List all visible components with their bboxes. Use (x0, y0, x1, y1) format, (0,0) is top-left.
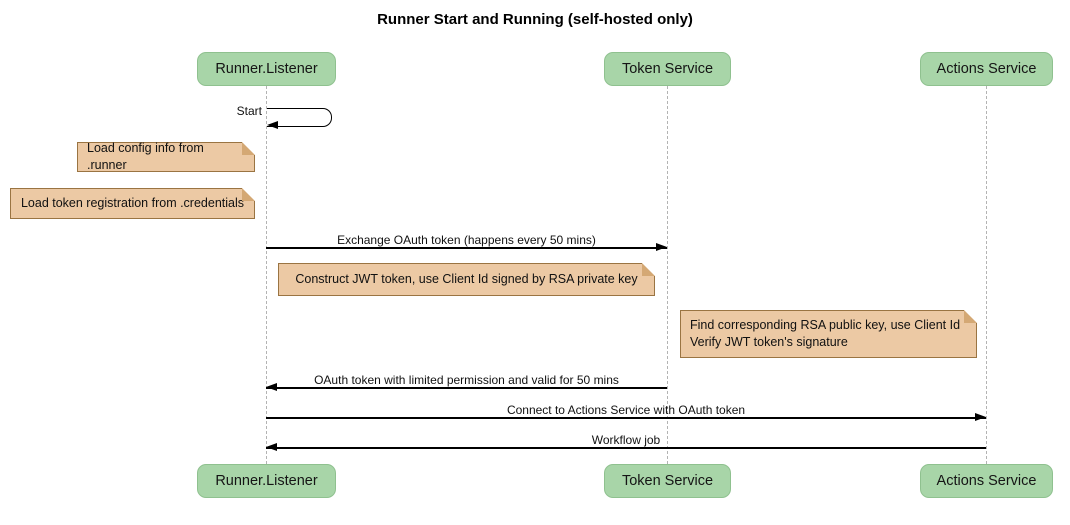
message-label-exchange-oauth: Exchange OAuth token (happens every 50 m… (337, 233, 596, 247)
participant-token-service-bottom: Token Service (604, 464, 731, 498)
note-text: Load config info from .runner (87, 140, 204, 173)
arrowhead-icon (266, 443, 277, 451)
arrowhead-icon (975, 413, 986, 421)
message-label-start: Start (236, 104, 262, 118)
lifeline-actions-service (986, 86, 987, 464)
participant-label: Actions Service (936, 61, 1037, 77)
participant-token-service-top: Token Service (604, 52, 731, 86)
message-line (266, 447, 986, 449)
participant-runner-listener-top: Runner.Listener (197, 52, 336, 86)
participant-label: Token Service (621, 473, 714, 489)
note-verify-jwt: Find corresponding RSA public key, use C… (680, 310, 977, 358)
note-load-token-registration: Load token registration from .credential… (10, 188, 255, 219)
note-fold-icon (242, 188, 255, 201)
arrowhead-icon (266, 383, 277, 391)
participant-actions-service-top: Actions Service (920, 52, 1053, 86)
note-text: Construct JWT token, use Client Id signe… (295, 271, 638, 286)
participant-runner-listener-bottom: Runner.Listener (197, 464, 336, 498)
participant-label: Token Service (621, 61, 714, 77)
message-label-workflow-job: Workflow job (591, 433, 661, 447)
arrowhead-icon (267, 121, 278, 129)
note-fold-icon (242, 142, 255, 155)
participant-label: Actions Service (936, 473, 1037, 489)
note-fold-icon (964, 310, 977, 323)
message-line (266, 417, 986, 419)
note-fold-icon (642, 263, 655, 276)
note-load-config: Load config info from .runner (77, 140, 255, 173)
message-label-oauth-return: OAuth token with limited permission and … (314, 373, 619, 387)
message-label-connect: Connect to Actions Service with OAuth to… (506, 403, 746, 417)
message-line (266, 247, 667, 249)
message-line (266, 387, 667, 389)
diagram-title: Runner Start and Running (self-hosted on… (377, 11, 693, 28)
lifeline-runner-listener (266, 86, 267, 464)
note-text: Load token registration from .credential… (20, 195, 245, 210)
participant-actions-service-bottom: Actions Service (920, 464, 1053, 498)
participant-label: Runner.Listener (215, 61, 318, 77)
note-construct-jwt: Construct JWT token, use Client Id signe… (278, 263, 655, 296)
participant-label: Runner.Listener (215, 473, 318, 489)
lifeline-token-service (667, 86, 668, 464)
arrowhead-icon (656, 243, 667, 251)
self-message-loop (267, 108, 332, 127)
note-text: Find corresponding RSA public key, use C… (690, 317, 961, 350)
